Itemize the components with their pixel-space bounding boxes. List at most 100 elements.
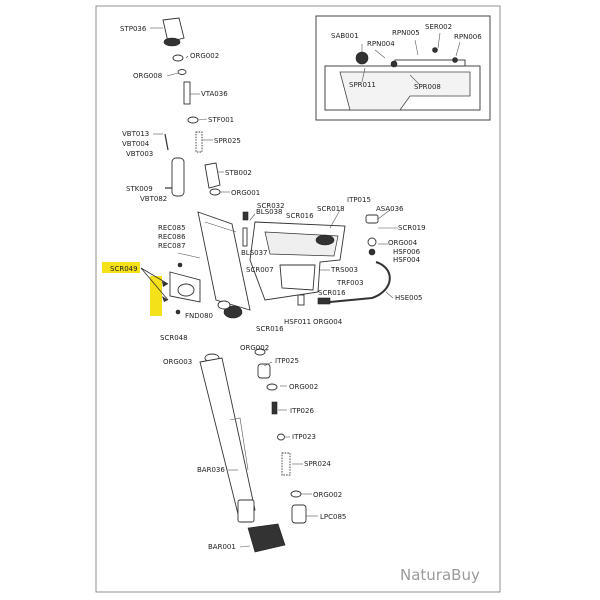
part-spr025	[195, 131, 203, 153]
part-org002a	[172, 54, 184, 62]
part-bar001	[247, 523, 286, 553]
part-scr032	[242, 211, 249, 221]
part-spr024	[281, 452, 291, 476]
part-org002b	[254, 348, 266, 356]
part-scr018	[315, 234, 335, 246]
highlight-scr049	[102, 262, 169, 316]
label-rec085: REC085	[158, 224, 186, 232]
label-vbt004: VBT004	[122, 140, 150, 148]
label-hse005: HSE005	[395, 294, 423, 302]
label-org003: ORG003	[163, 358, 192, 366]
part-org002d	[290, 490, 302, 498]
part-trigger-guard	[279, 264, 316, 291]
label-scr049: SCR049	[110, 265, 138, 273]
label-org002-d: ORG002	[313, 491, 342, 499]
inset-detail: SAB001 RPN004 RPN005 SER002 RPN006 SPR01…	[315, 15, 491, 121]
label-scr019: SCR019	[398, 224, 426, 232]
label-itp023: ITP023	[292, 433, 316, 441]
part-lpc085	[291, 504, 307, 524]
part-org001	[209, 188, 221, 196]
label-org001: ORG001	[231, 189, 260, 197]
label-scr016-c: SCR016	[256, 325, 284, 333]
diagram-frame	[95, 5, 501, 593]
label-vbt013: VBT013	[122, 130, 149, 138]
part-asa036	[365, 214, 379, 224]
label-hsf006: HSF006	[393, 248, 421, 256]
watermark: NaturaBuy	[400, 566, 480, 584]
label-spr024: SPR024	[304, 460, 331, 468]
label-rec086: REC086	[158, 233, 186, 241]
label-itp025: ITP025	[275, 357, 299, 365]
label-scr016-b: SCR016	[318, 289, 346, 297]
inset-sear-part	[355, 51, 369, 65]
label-fnd080: FND080	[185, 312, 213, 320]
part-stf001	[187, 116, 199, 124]
part-hse005	[329, 261, 391, 303]
label-stk009: STK009	[126, 185, 153, 193]
part-org002c	[266, 383, 278, 391]
part-stp036	[162, 17, 185, 43]
part-stb002	[204, 162, 221, 189]
label-stp036: STP036	[120, 25, 147, 33]
part-hose-fitting	[317, 297, 331, 305]
part-receiver	[197, 211, 251, 311]
inset-pin	[390, 60, 398, 68]
part-labels: STP036 ORG002 ORG008 VTA036 STF001 VBT01…	[110, 25, 426, 551]
part-hsf006	[368, 248, 376, 256]
label-trf003: TRF003	[336, 279, 364, 287]
label-org004: ORG004	[388, 239, 418, 247]
part-itp025	[257, 363, 271, 379]
label-bar036: BAR036	[197, 466, 225, 474]
label-sab001: SAB001	[331, 32, 359, 40]
label-spr008: SPR008	[414, 83, 441, 91]
label-org002-c: ORG002	[289, 383, 318, 391]
part-org008	[177, 69, 187, 75]
label-rpn005: RPN005	[392, 29, 420, 37]
label-scr007: SCR007	[246, 266, 274, 274]
label-asa036: ASA036	[376, 205, 404, 213]
label-scr048: SCR048	[160, 334, 188, 342]
label-scr032: SCR032	[257, 202, 285, 210]
label-scr049-highlight-bg	[102, 262, 140, 273]
label-rpn006: RPN006	[454, 33, 482, 41]
label-rec087: REC087	[158, 242, 186, 250]
label-org008: ORG008	[133, 72, 162, 80]
label-ser002: SER002	[425, 23, 452, 31]
part-vbt082	[171, 157, 185, 197]
label-rpn004: RPN004	[367, 40, 395, 48]
label-vta036: VTA036	[201, 90, 228, 98]
grip-frame	[242, 211, 391, 306]
label-vbt082: VBT082	[140, 195, 167, 203]
label-vbt003: VBT003	[126, 150, 153, 158]
part-org004a	[367, 237, 377, 247]
part-vta036	[183, 81, 191, 105]
upper-parts	[162, 17, 221, 197]
label-org002: ORG002	[190, 52, 219, 60]
receiver-body	[169, 211, 251, 319]
label-scr018: SCR018	[317, 205, 345, 213]
label-bls038: BLS038	[256, 208, 283, 216]
label-itp026: ITP026	[290, 407, 314, 415]
label-scr016: SCR016	[286, 212, 314, 220]
part-vbt013	[164, 133, 169, 151]
part-itp026	[271, 401, 278, 415]
part-bar036	[199, 357, 256, 515]
label-hsf004: HSF004	[393, 256, 421, 264]
label-bls037: BLS037	[241, 249, 268, 257]
leader-lines	[150, 27, 398, 548]
label-spr025: SPR025	[214, 137, 241, 145]
label-bar001: BAR001	[208, 543, 236, 551]
label-hsf011: HSF011	[284, 318, 311, 326]
label-org002-b: ORG002	[240, 344, 269, 352]
arrow-highlight-bg	[150, 276, 162, 316]
label-spr011: SPR011	[349, 81, 376, 89]
part-itp023	[277, 433, 285, 441]
part-receiver-front	[223, 305, 243, 319]
label-org004-b: ORG004	[313, 318, 343, 326]
inset-pin-3	[432, 47, 438, 53]
label-stb002: STB002	[225, 169, 252, 177]
inset-pin-2	[452, 57, 458, 63]
label-itp015: ITP015	[347, 196, 371, 204]
label-stf001: STF001	[208, 116, 234, 124]
